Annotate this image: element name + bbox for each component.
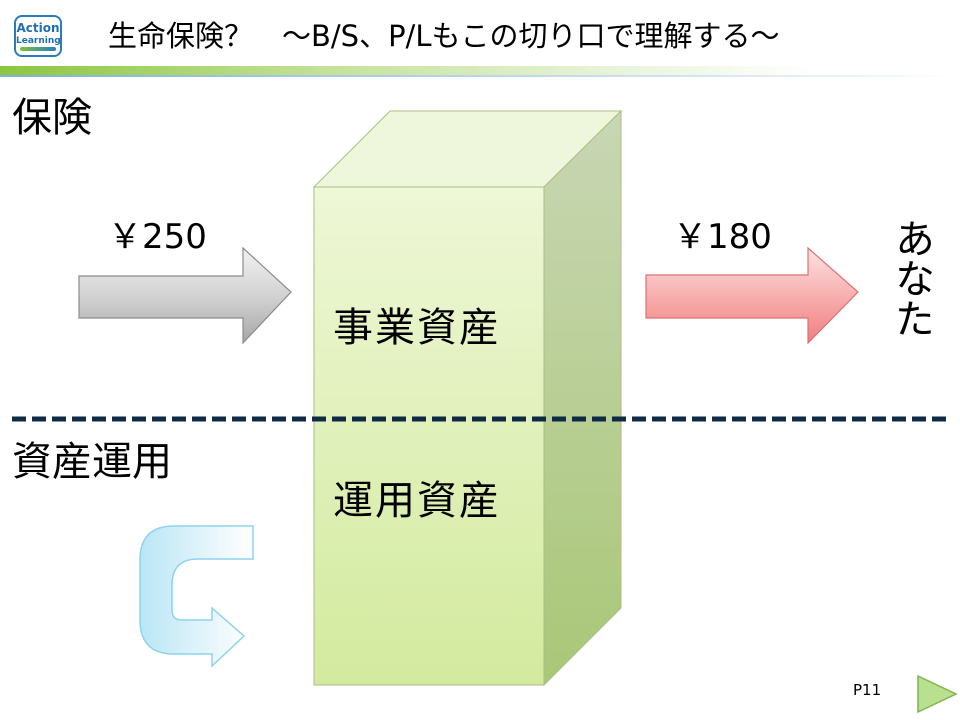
recipient-you-label: あなた xyxy=(888,218,934,338)
logo-swoosh xyxy=(20,47,56,51)
inflow-arrow xyxy=(78,246,292,345)
block-front-face xyxy=(313,186,545,686)
next-page-triangle-icon[interactable] xyxy=(917,674,958,714)
asset-management-section-label: 資産運用 xyxy=(12,439,172,485)
reinvest-uturn-arrow xyxy=(139,525,254,668)
investment-assets-label: 運用資産 xyxy=(333,478,501,524)
logo-line1: Action xyxy=(16,21,60,35)
inflow-amount: ￥250 xyxy=(108,217,207,257)
action-learning-logo: Action Learning xyxy=(14,15,62,57)
title-underline-accent xyxy=(0,75,960,77)
outflow-arrow xyxy=(645,246,859,345)
title-underline xyxy=(0,66,960,75)
business-assets-label: 事業資産 xyxy=(333,305,501,351)
block-side-face xyxy=(543,109,622,687)
page-number: P11 xyxy=(853,681,882,699)
logo-line2: Learning xyxy=(16,36,61,46)
slide-title: 生命保険？ ～B/S、P/Lもこの切り口で理解する～ xyxy=(108,19,780,53)
insurance-section-label: 保険 xyxy=(12,95,92,141)
outflow-amount: ￥180 xyxy=(673,217,772,257)
